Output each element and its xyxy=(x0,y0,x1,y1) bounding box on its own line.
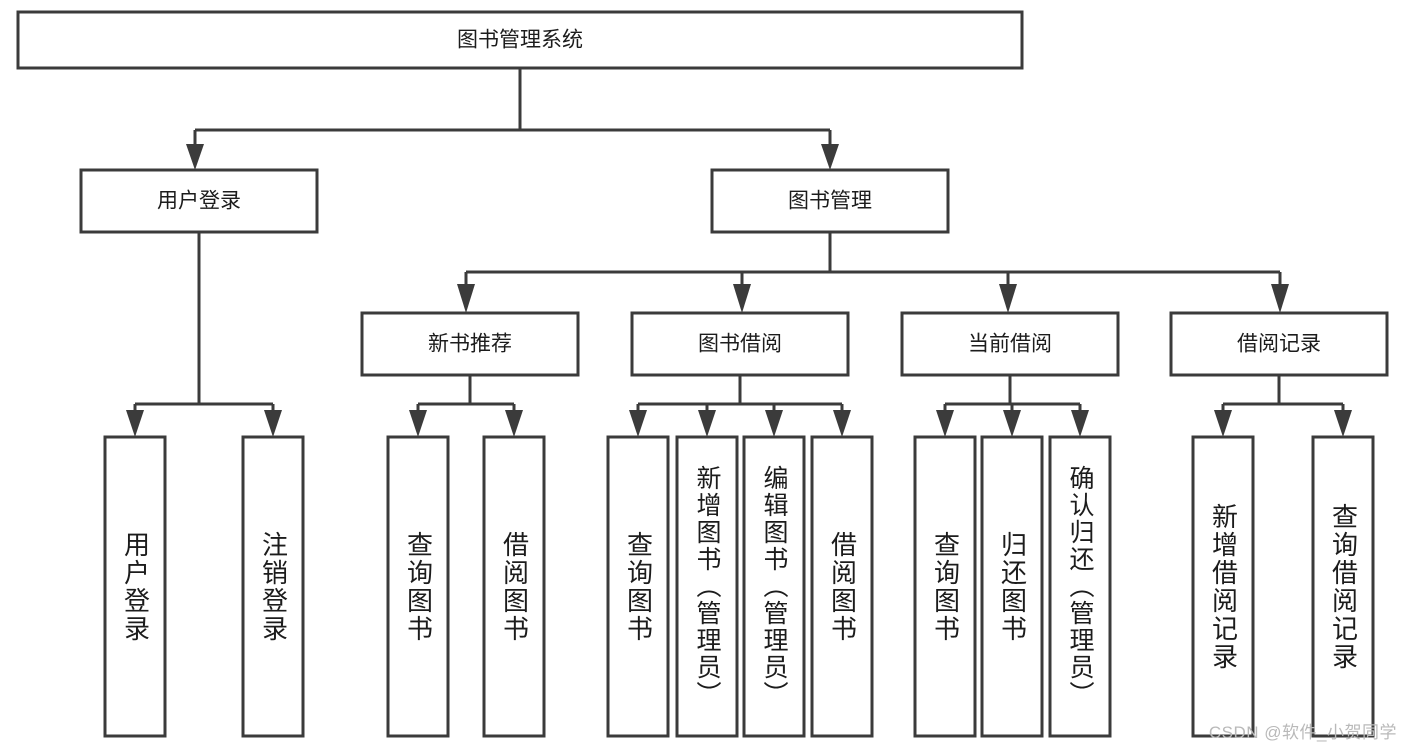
node-new-book-recommend[interactable]: 新书推荐 xyxy=(360,311,580,377)
node-root-system[interactable]: 图书管理系统 xyxy=(16,10,1024,70)
arrow-head-icon xyxy=(1071,410,1089,437)
node-book-management-label: 图书管理 xyxy=(788,190,872,213)
arrow-head-icon xyxy=(733,284,751,313)
arrow-head-icon xyxy=(1271,284,1289,313)
leaf-boxes-book-borrow xyxy=(606,435,874,738)
leaf-boxes-borrow-record xyxy=(1191,435,1375,738)
arrow-head-icon xyxy=(629,410,647,437)
connector-group-root xyxy=(186,68,839,170)
leaf-box[interactable] xyxy=(980,435,1044,738)
connector-group-new-book xyxy=(409,375,523,437)
connector-group-book-management xyxy=(457,232,1289,313)
arrow-head-icon xyxy=(505,410,523,437)
leaf-box[interactable] xyxy=(742,435,806,738)
arrow-head-icon xyxy=(1334,410,1352,437)
arrow-head-icon xyxy=(1214,410,1232,437)
arrow-head-icon xyxy=(126,410,144,437)
leaf-box[interactable] xyxy=(241,435,305,738)
leaf-box[interactable] xyxy=(913,435,977,738)
leaf-boxes-user-login xyxy=(103,435,305,738)
connector-group-borrow-record xyxy=(1214,375,1352,437)
arrow-head-icon xyxy=(457,284,475,313)
leaf-box[interactable] xyxy=(482,435,546,738)
leaf-box[interactable] xyxy=(1311,435,1375,738)
node-borrow-record[interactable]: 借阅记录 xyxy=(1169,311,1389,377)
arrow-head-icon xyxy=(1003,410,1021,437)
leaf-box[interactable] xyxy=(1048,435,1112,738)
node-user-login-label: 用户登录 xyxy=(157,190,241,213)
connector-group-book-borrow xyxy=(629,375,851,437)
arrow-head-icon xyxy=(936,410,954,437)
connector-group-user-login xyxy=(126,232,282,437)
arrow-head-icon xyxy=(999,284,1017,313)
arrow-head-icon xyxy=(833,410,851,437)
node-new-book-recommend-label: 新书推荐 xyxy=(428,333,512,356)
arrow-head-icon xyxy=(821,144,839,170)
node-current-borrow-label: 当前借阅 xyxy=(968,333,1052,356)
connector-group-current-borrow xyxy=(936,375,1089,437)
arrow-head-icon xyxy=(409,410,427,437)
arrow-head-icon xyxy=(765,410,783,437)
arrow-head-icon xyxy=(186,144,204,170)
watermark-text: CSDN @软件_小贺同学 xyxy=(1208,723,1397,742)
node-book-management[interactable]: 图书管理 xyxy=(710,168,950,234)
node-current-borrow[interactable]: 当前借阅 xyxy=(900,311,1120,377)
arrow-head-icon xyxy=(264,410,282,437)
leaf-box[interactable] xyxy=(1191,435,1255,738)
node-user-login[interactable]: 用户登录 xyxy=(79,168,319,234)
leaf-box[interactable] xyxy=(606,435,670,738)
leaf-box[interactable] xyxy=(386,435,450,738)
node-borrow-record-label: 借阅记录 xyxy=(1237,333,1321,356)
node-book-borrow-label: 图书借阅 xyxy=(698,333,782,356)
leaf-box[interactable] xyxy=(103,435,167,738)
leaf-boxes-new-book-recommend xyxy=(386,435,546,738)
arrow-head-icon xyxy=(698,410,716,437)
leaf-box[interactable] xyxy=(675,435,739,738)
node-book-borrow[interactable]: 图书借阅 xyxy=(630,311,850,377)
leaf-boxes-current-borrow xyxy=(913,435,1112,738)
node-root-label: 图书管理系统 xyxy=(457,29,583,52)
leaf-box[interactable] xyxy=(810,435,874,738)
